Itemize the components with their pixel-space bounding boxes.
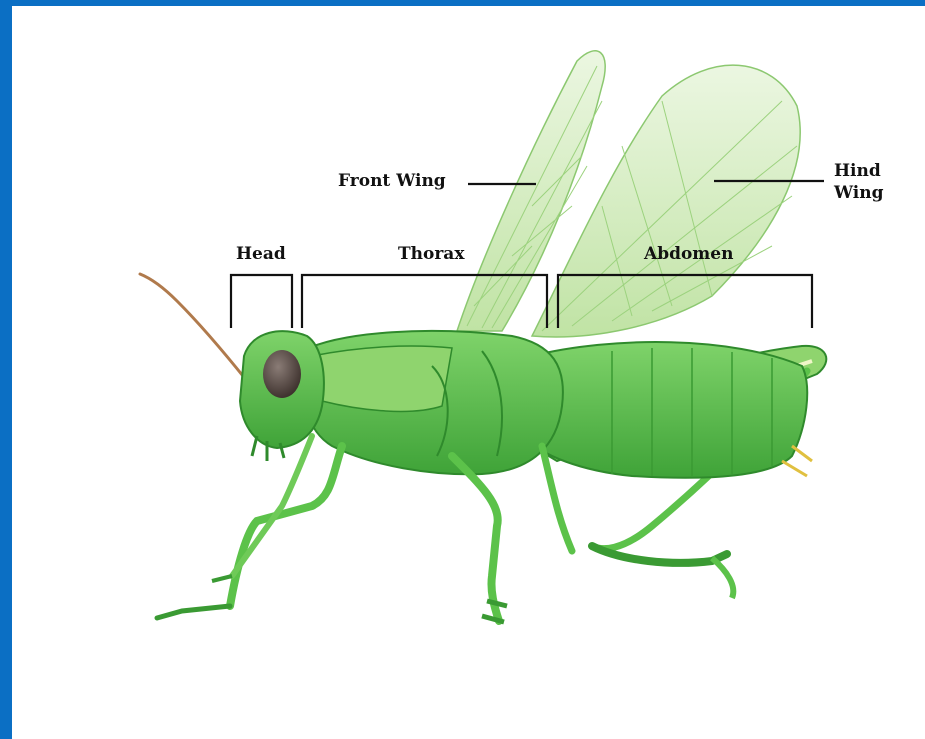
thorax-label: Thorax [398, 244, 464, 264]
hind-wing-label-line2: Wing [834, 183, 884, 203]
hind-wing-label-line1: Hind [834, 161, 881, 181]
front-leg-shape [157, 436, 342, 618]
middle-leg-shape [452, 446, 572, 622]
front-wing-label: Front Wing [338, 171, 446, 191]
head-label: Head [236, 244, 286, 264]
diagram-frame: Front Wing Hind Wing Head Thorax Abdomen [12, 6, 925, 739]
compound-eye [263, 350, 301, 398]
abdomen-label: Abdomen [644, 244, 733, 264]
abdomen-shape [522, 342, 812, 478]
grasshopper-diagram [12, 6, 925, 739]
head-bracket [231, 275, 292, 328]
